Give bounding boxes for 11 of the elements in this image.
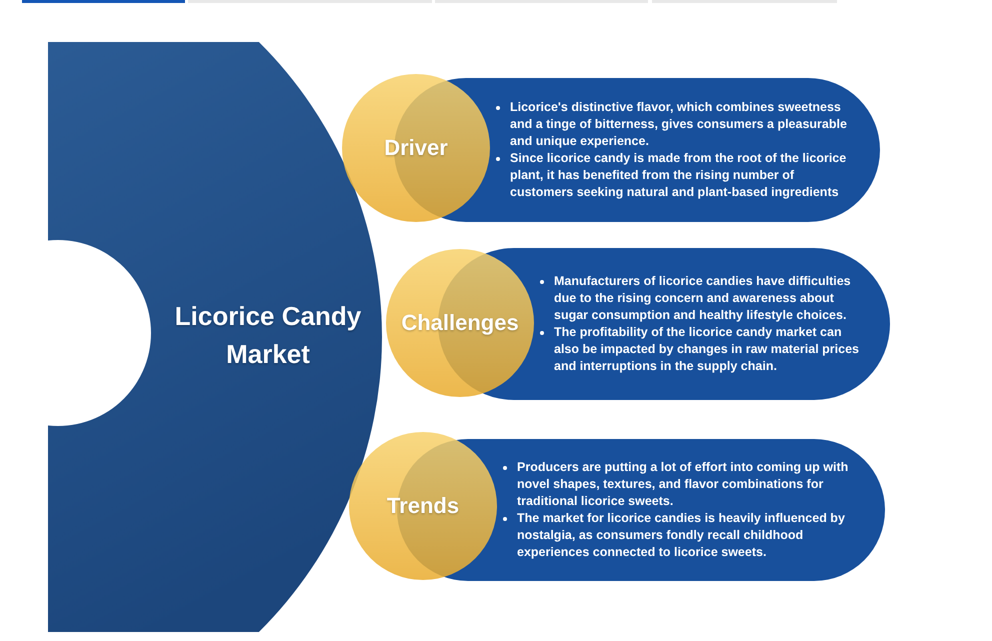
bullet-text: The profitability of the licorice candy market can also be impacted by changes in raw material prices and interruptions in the supply chain. [536, 324, 862, 375]
half-disc-panel [48, 42, 382, 632]
category-heading: Challenges [401, 310, 519, 336]
bullet-text: Licorice's distinctive flavor, which combines sweetness and a tinge of bitterness, gives consumers a pleasurable and unique experience. [492, 99, 852, 150]
category-heading: Driver [384, 135, 448, 161]
bullet-text: Since licorice candy is made from the root of the licorice plant, it has benefited from the rising number of customers seeking natural and plant-based ingredients [492, 150, 852, 201]
market-title: Licorice Candy Market [174, 300, 362, 371]
bullet-text: The market for licorice candies is heavily influenced by nostalgia, as consumers fondly recall childhood experiences connected to licorice sweets. [499, 510, 855, 561]
category-heading: Trends [386, 493, 460, 519]
bullet-text: Producers are putting a lot of effort into coming up with novel shapes, textures, and flavor combinations for traditional licorice sweets. [499, 459, 855, 510]
bullet-text: Manufacturers of licorice candies have difficulties due to the rising concern and awareness about sugar consumption and healthy lifestyle choices. [536, 273, 862, 324]
